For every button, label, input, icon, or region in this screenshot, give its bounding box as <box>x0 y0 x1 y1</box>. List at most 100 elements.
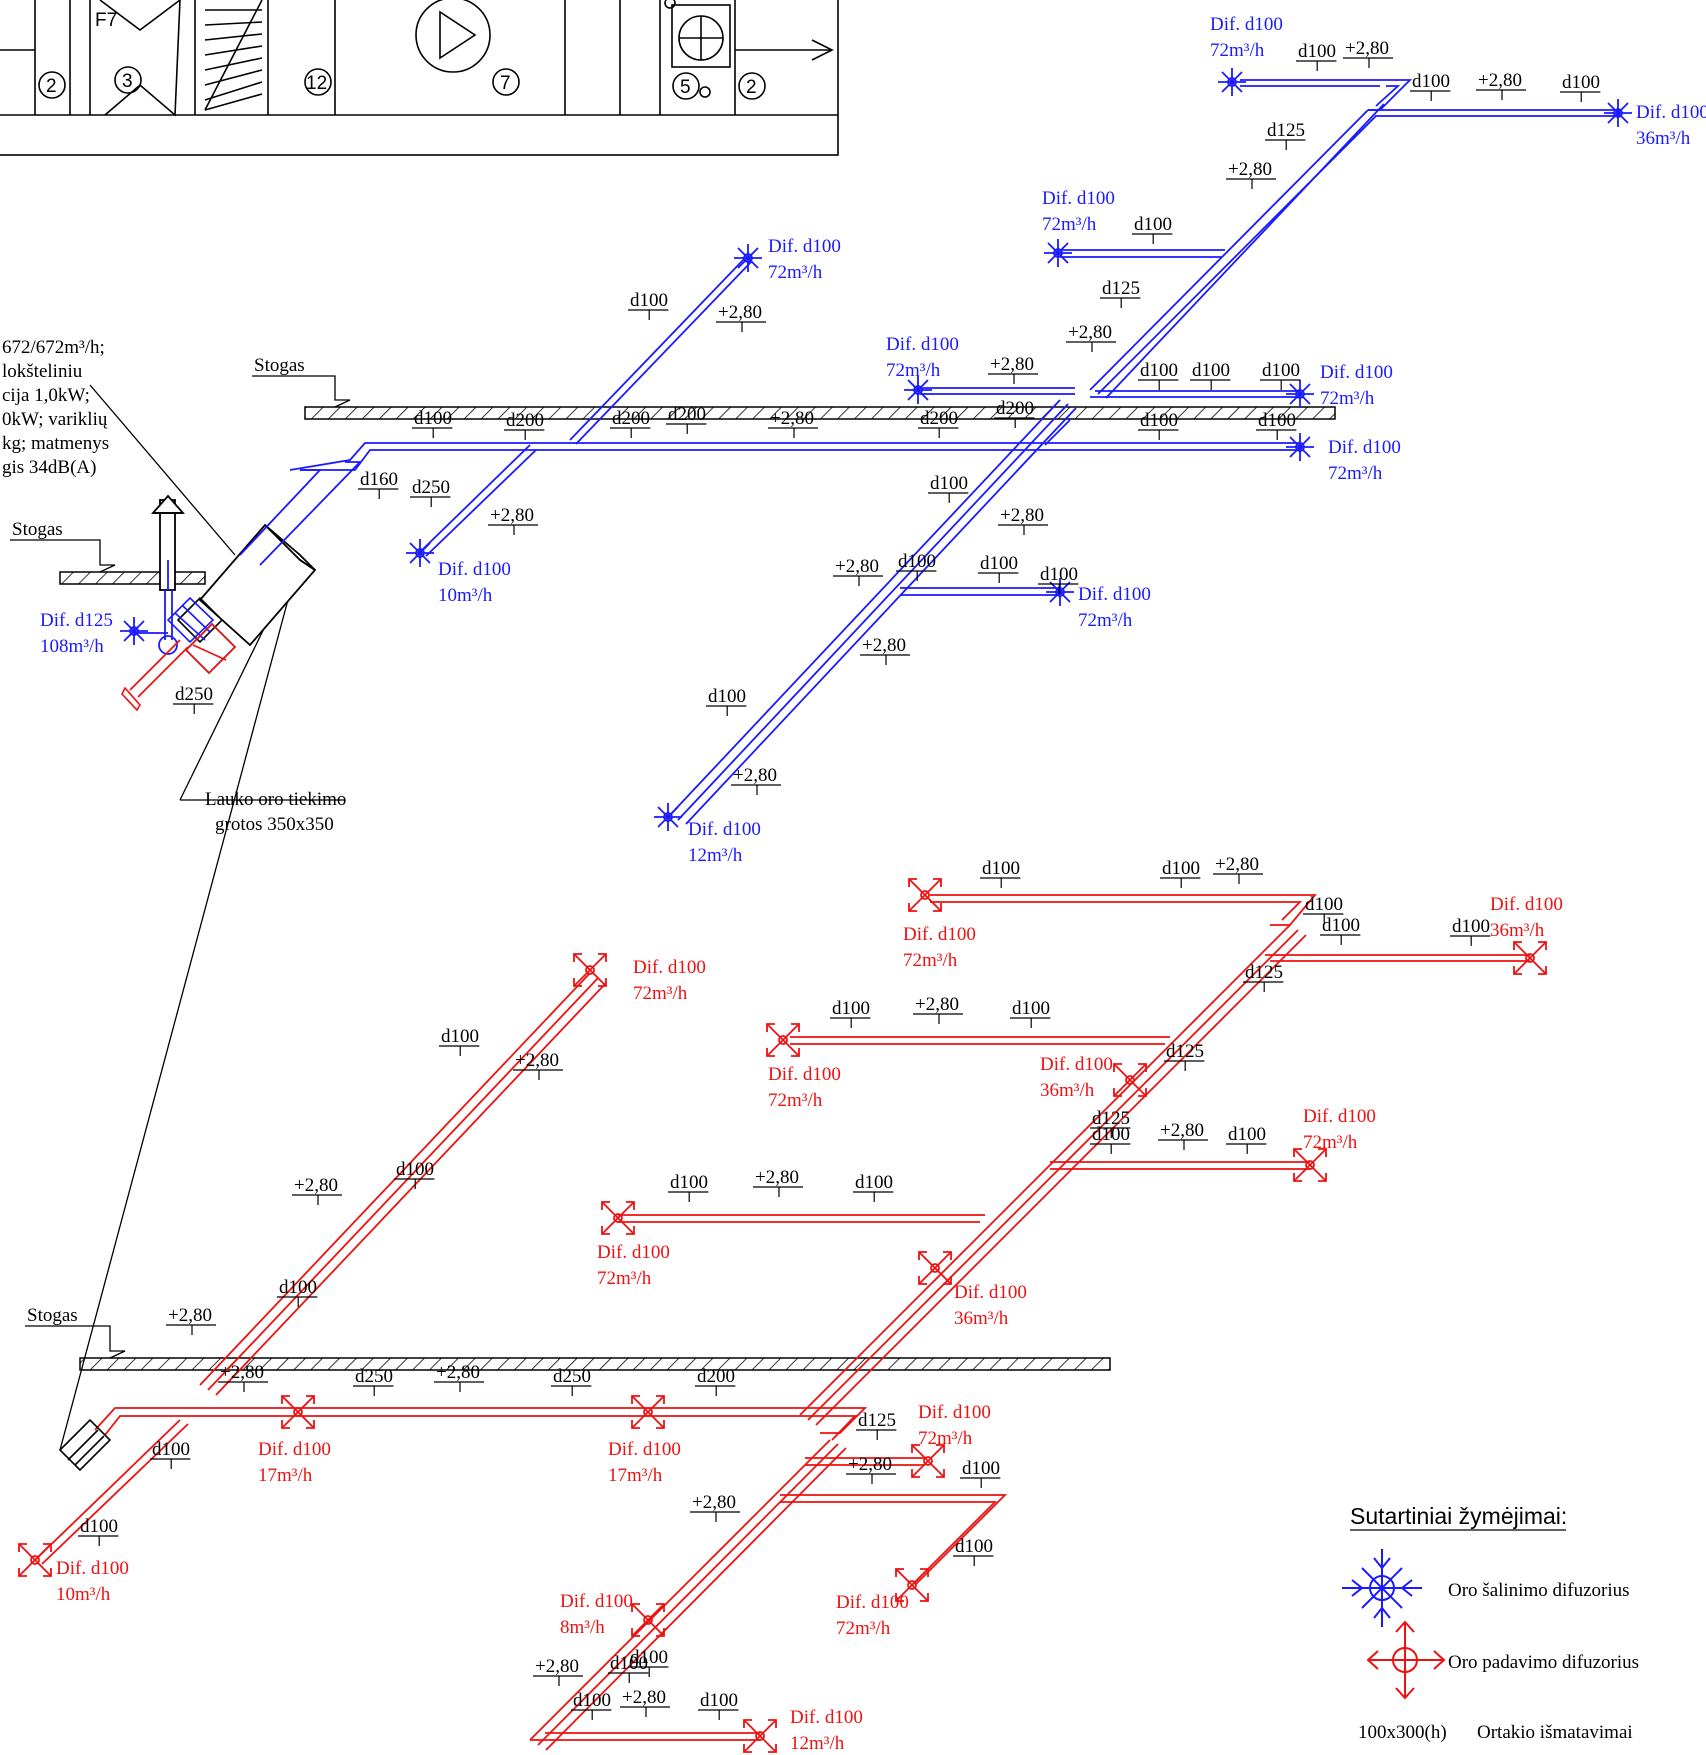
supply-diffuser-icon <box>743 1719 777 1753</box>
duct-label-text: d100 <box>1228 1124 1266 1145</box>
svg-text:kg; matmenys: kg; matmenys <box>2 433 109 454</box>
duct-label: d100 <box>1010 998 1051 1028</box>
duct-label: d125 <box>1100 278 1141 308</box>
duct-label-text: d100 <box>630 1647 668 1668</box>
duct-label-text: +2,80 <box>1478 70 1522 91</box>
duct-label: d200 <box>610 408 651 438</box>
diffuser-name: Dif. d100 <box>768 236 841 257</box>
diffuser-flow: 72m³/h <box>597 1268 652 1289</box>
duct-label-text: d250 <box>355 1366 393 1387</box>
supply-diffuser-icon <box>1513 941 1547 975</box>
duct-label: +2,80 <box>513 1050 563 1080</box>
duct-label: +2,80 <box>731 765 781 795</box>
duct-label: +2,80 <box>753 1167 803 1197</box>
roof-label: Stogas <box>27 1305 78 1326</box>
duct-label: +2,80 <box>846 1454 896 1484</box>
duct-label: d100 <box>1160 858 1201 888</box>
duct-label-text: d100 <box>1452 916 1490 937</box>
legend-supply-diffuser-icon <box>1366 1620 1446 1700</box>
diffuser-name: Dif. d100 <box>438 559 511 580</box>
diffuser-flow: 72m³/h <box>918 1428 973 1449</box>
diffuser-flow: 72m³/h <box>1078 610 1133 631</box>
duct-label: d250 <box>173 684 214 714</box>
duct-label-text: d100 <box>700 1690 738 1711</box>
duct-label-text: +2,80 <box>862 635 906 656</box>
duct-label: +2,80 <box>218 1362 268 1392</box>
duct-label: d100 <box>571 1690 612 1720</box>
duct-label-text: +2,80 <box>1000 505 1044 526</box>
supply-diffuser-icon <box>918 1251 952 1285</box>
diffuser-flow: 36m³/h <box>1490 920 1545 941</box>
duct-label: d100 <box>628 290 669 320</box>
duct-label-text: +2,80 <box>436 1362 480 1383</box>
duct-label: +2,80 <box>860 635 910 665</box>
legend-exhaust-label: Oro šalinimo difuzorius <box>1448 1580 1630 1601</box>
exhaust-diffuser-icon <box>406 539 434 567</box>
duct-label-text: d250 <box>175 684 213 705</box>
outdoor-grille-note: Lauko oro tiekimo grotos 350x350 <box>205 789 346 835</box>
duct-label: d100 <box>980 858 1021 888</box>
duct-label: d100 <box>1038 564 1079 594</box>
duct-label: +2,80 <box>434 1362 484 1392</box>
diffuser-name: Dif. d100 <box>768 1064 841 1085</box>
duct-label-text: d100 <box>152 1439 190 1460</box>
duct-label: +2,80 <box>620 1687 670 1717</box>
diffuser-name: Dif. d100 <box>1328 437 1401 458</box>
duct-label-text: +2,80 <box>915 994 959 1015</box>
supply-diffuser-symbols <box>18 878 1547 1753</box>
duct-label-text: d100 <box>1092 1124 1130 1145</box>
duct-label: d100 <box>1190 360 1231 390</box>
duct-label: d100 <box>1256 410 1297 440</box>
duct-label: d100 <box>608 1653 649 1683</box>
duct-label-text: d100 <box>670 1172 708 1193</box>
diffuser-flow: 72m³/h <box>903 950 958 971</box>
exhaust-diffuser-icon <box>734 244 762 272</box>
duct-label: d250 <box>353 1366 394 1396</box>
duct-label-text: d100 <box>1140 360 1178 381</box>
duct-label-text: +2,80 <box>1345 38 1389 59</box>
duct-label: +2,80 <box>488 505 538 535</box>
duct-label-text: d100 <box>1012 998 1050 1019</box>
diffuser-name: Dif. d100 <box>633 957 706 978</box>
duct-label-text: d200 <box>506 410 544 431</box>
duct-label-text: +2,80 <box>718 302 762 323</box>
duct-label: d100 <box>1260 360 1301 390</box>
duct-label: +2,80 <box>768 408 818 438</box>
duct-label: +2,80 <box>988 354 1038 384</box>
duct-label-text: d125 <box>1102 278 1140 299</box>
supply-diffuser-icon <box>1113 1063 1147 1097</box>
duct-label-text: d100 <box>1192 360 1230 381</box>
exhaust-diffuser-icon <box>1046 578 1074 606</box>
diffuser-name: Dif. d100 <box>688 819 761 840</box>
duct-label-text: d100 <box>610 1653 648 1674</box>
duct-label-text: d100 <box>1258 410 1296 431</box>
legend-title: Sutartiniai žymėjimai: <box>1350 1503 1567 1529</box>
ahu-section-label: 5 <box>680 77 691 98</box>
svg-text:0kW; variklių: 0kW; variklių <box>2 409 108 430</box>
legend: Sutartiniai žymėjimai: Oro šalinimo difu… <box>1342 1503 1639 1743</box>
duct-label: +2,80 <box>1213 854 1263 884</box>
duct-label-text: d100 <box>414 408 452 429</box>
duct-label: +2,80 <box>1066 322 1116 352</box>
duct-label-text: d100 <box>855 1172 893 1193</box>
unit-specification-note: 672/672m³/h; lokšteliniu cija 1,0kW; 0kW… <box>2 337 109 478</box>
duct-label: d125 <box>856 1410 897 1440</box>
duct-label: d100 <box>628 1647 669 1677</box>
duct-label-text: d100 <box>441 1026 479 1047</box>
duct-label-text: d100 <box>980 553 1018 574</box>
legend-size-label: Ortakio išmatavimai <box>1477 1722 1633 1743</box>
supply-diffuser-icon <box>573 953 607 987</box>
diffuser-name: Dif. d100 <box>560 1591 633 1612</box>
duct-label: d100 <box>1138 360 1179 390</box>
duct-label-text: +2,80 <box>1160 1120 1204 1141</box>
exhaust-diffuser-icon <box>1044 239 1072 267</box>
duct-label: d100 <box>412 408 453 438</box>
duct-label-text: d200 <box>920 408 958 429</box>
duct-label: d100 <box>78 1516 119 1546</box>
duct-label-text: d125 <box>1166 1041 1204 1062</box>
duct-label: d125 <box>1265 120 1306 150</box>
diffuser-flow: 72m³/h <box>1042 214 1097 235</box>
diffuser-name: Dif. d100 <box>1303 1106 1376 1127</box>
diffuser-name: Dif. d100 <box>1078 584 1151 605</box>
